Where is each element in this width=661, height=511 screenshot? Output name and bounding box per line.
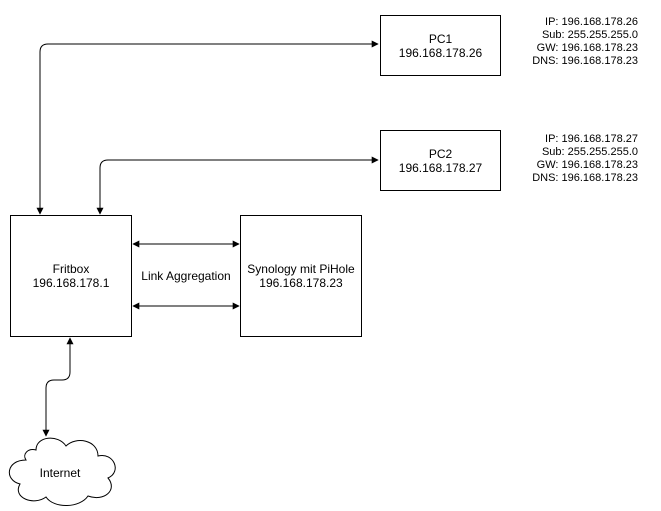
pc2-config: IP: 196.168.178.27 Sub: 255.255.255.0 GW…: [488, 133, 638, 185]
synology-name: Synology mit PiHole: [247, 262, 355, 276]
pc2-name: PC2: [428, 146, 453, 161]
pc1-node[interactable]: PC1 196.168.178.26: [380, 15, 501, 76]
connector-internet-fritbox: [42, 337, 74, 437]
connector-fritbox-pc2: [96, 156, 379, 215]
pc1-name: PC1: [428, 31, 453, 46]
pc1-config-sub: Sub: 255.255.255.0: [541, 29, 638, 41]
fritbox-ip: 196.168.178.1: [32, 276, 110, 290]
pc1-config-dns: DNS: 196.168.178.23: [532, 55, 638, 67]
pc1-config-gw: GW: 196.168.178.23: [536, 42, 638, 54]
pc2-config-sub: Sub: 255.255.255.0: [541, 146, 638, 158]
pc2-config-gw: GW: 196.168.178.23: [536, 159, 638, 171]
pc2-node[interactable]: PC2 196.168.178.27: [380, 130, 501, 191]
pc1-ip: 196.168.178.26: [398, 45, 483, 60]
synology-node[interactable]: Synology mit PiHole 196.168.178.23: [240, 215, 362, 337]
pc2-ip: 196.168.178.27: [398, 160, 483, 175]
synology-ip: 196.168.178.23: [259, 276, 343, 290]
connector-fritbox-pc1: [36, 40, 379, 215]
internet-label: Internet: [40, 466, 81, 480]
fritbox-name: Fritbox: [52, 262, 90, 276]
pc2-config-ip: IP: 196.168.178.27: [545, 133, 638, 145]
internet-cloud-icon: [9, 437, 116, 506]
pc1-config: IP: 196.168.178.26 Sub: 255.255.255.0 GW…: [488, 16, 638, 68]
fritbox-node[interactable]: Fritbox 196.168.178.1: [10, 215, 132, 337]
pc2-config-dns: DNS: 196.168.178.23: [532, 172, 638, 184]
link-aggregation-label: Link Aggregation: [141, 269, 231, 283]
pc1-config-ip: IP: 196.168.178.26: [545, 16, 638, 28]
